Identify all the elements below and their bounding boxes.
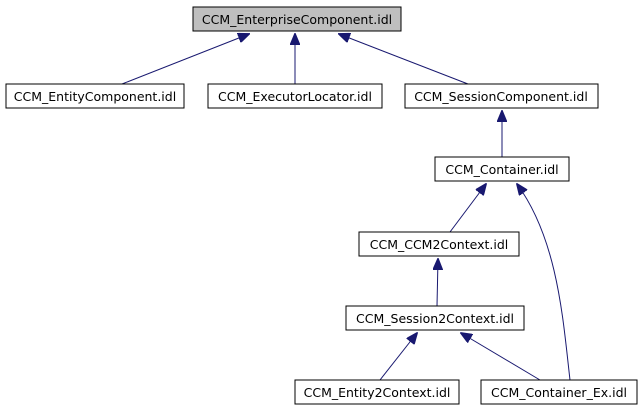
node-box: [480, 379, 638, 405]
edge-container_ex-to-session2context: [461, 333, 541, 381]
node-entity2context[interactable]: CCM_Entity2Context.idl: [294, 379, 460, 405]
node-box: [294, 379, 460, 405]
edge-entity2context-to-session2context: [379, 333, 417, 381]
node-box: [5, 83, 185, 109]
node-container-ex[interactable]: CCM_Container_Ex.idl: [480, 379, 638, 405]
node-box: [358, 231, 520, 257]
node-box: [207, 83, 383, 109]
node-box: [404, 83, 599, 109]
node-container[interactable]: CCM_Container.idl: [434, 156, 570, 182]
node-label: CCM_EntityComponent.idl: [14, 89, 176, 104]
node-label: CCM_Container_Ex.idl: [491, 385, 627, 400]
node-box: [434, 156, 570, 182]
edge-container_ex-to-container: [517, 184, 571, 381]
node-box: [192, 6, 402, 32]
node-session-component[interactable]: CCM_SessionComponent.idl: [404, 83, 599, 109]
node-entity-component[interactable]: CCM_EntityComponent.idl: [5, 83, 185, 109]
node-label: CCM_Entity2Context.idl: [304, 385, 451, 400]
node-label: CCM_ExecutorLocator.idl: [218, 89, 372, 104]
edge-session-to-enterprise: [339, 34, 469, 85]
edge-session2context-to-ccm2context: [437, 259, 438, 307]
node-label: CCM_EnterpriseComponent.idl: [202, 12, 392, 27]
nodes-layer: CCM_EnterpriseComponent.idl CCM_EntityCo…: [5, 6, 638, 405]
edge-entity-to-enterprise: [121, 34, 249, 85]
node-box: [345, 305, 525, 331]
node-label: CCM_CCM2Context.idl: [370, 237, 509, 252]
node-label: CCM_Container.idl: [445, 162, 558, 177]
node-label: CCM_SessionComponent.idl: [414, 89, 588, 104]
node-label: CCM_Session2Context.idl: [356, 311, 514, 326]
edges-layer: [121, 34, 571, 381]
node-session2context[interactable]: CCM_Session2Context.idl: [345, 305, 525, 331]
node-enterprise-component[interactable]: CCM_EnterpriseComponent.idl: [192, 6, 402, 32]
node-executor-locator[interactable]: CCM_ExecutorLocator.idl: [207, 83, 383, 109]
edge-ccm2context-to-container: [449, 184, 486, 233]
node-ccm2context[interactable]: CCM_CCM2Context.idl: [358, 231, 520, 257]
